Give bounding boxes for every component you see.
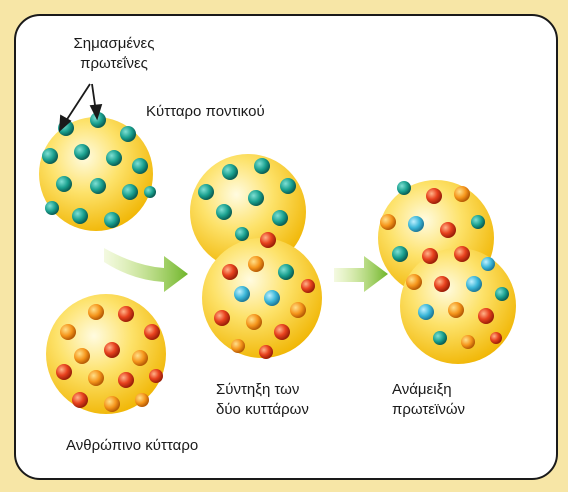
fusion-label: Σύντηξη των δύο κυττάρων [216, 380, 309, 420]
mixing-label: Ανάμειξη πρωτεϊνών [392, 380, 465, 420]
diagram-frame: Σημασμένες πρωτεΐνες Κύτταρο ποντικού Σύ… [14, 14, 558, 480]
mixing-arrow [334, 256, 388, 292]
fusion-arrow [104, 248, 188, 292]
human-cell-label: Ανθρώπινο κύτταρο [66, 436, 198, 456]
mixing-line1: Ανάμειξη [392, 380, 465, 400]
marked-proteins-line1: Σημασμένες [54, 34, 174, 54]
mixing-line2: πρωτεϊνών [392, 400, 465, 420]
marked-proteins-line2: πρωτεΐνες [54, 54, 174, 74]
marked-proteins-label: Σημασμένες πρωτεΐνες [54, 34, 174, 74]
human-cell [46, 294, 166, 414]
fusion-line1: Σύντηξη των [216, 380, 309, 400]
mixed-cell [378, 180, 516, 364]
fusion-line2: δύο κυττάρων [216, 400, 309, 420]
mouse-cell-label: Κύτταρο ποντικού [146, 102, 265, 122]
fused-cell [190, 154, 322, 359]
mouse-cell [39, 112, 156, 231]
